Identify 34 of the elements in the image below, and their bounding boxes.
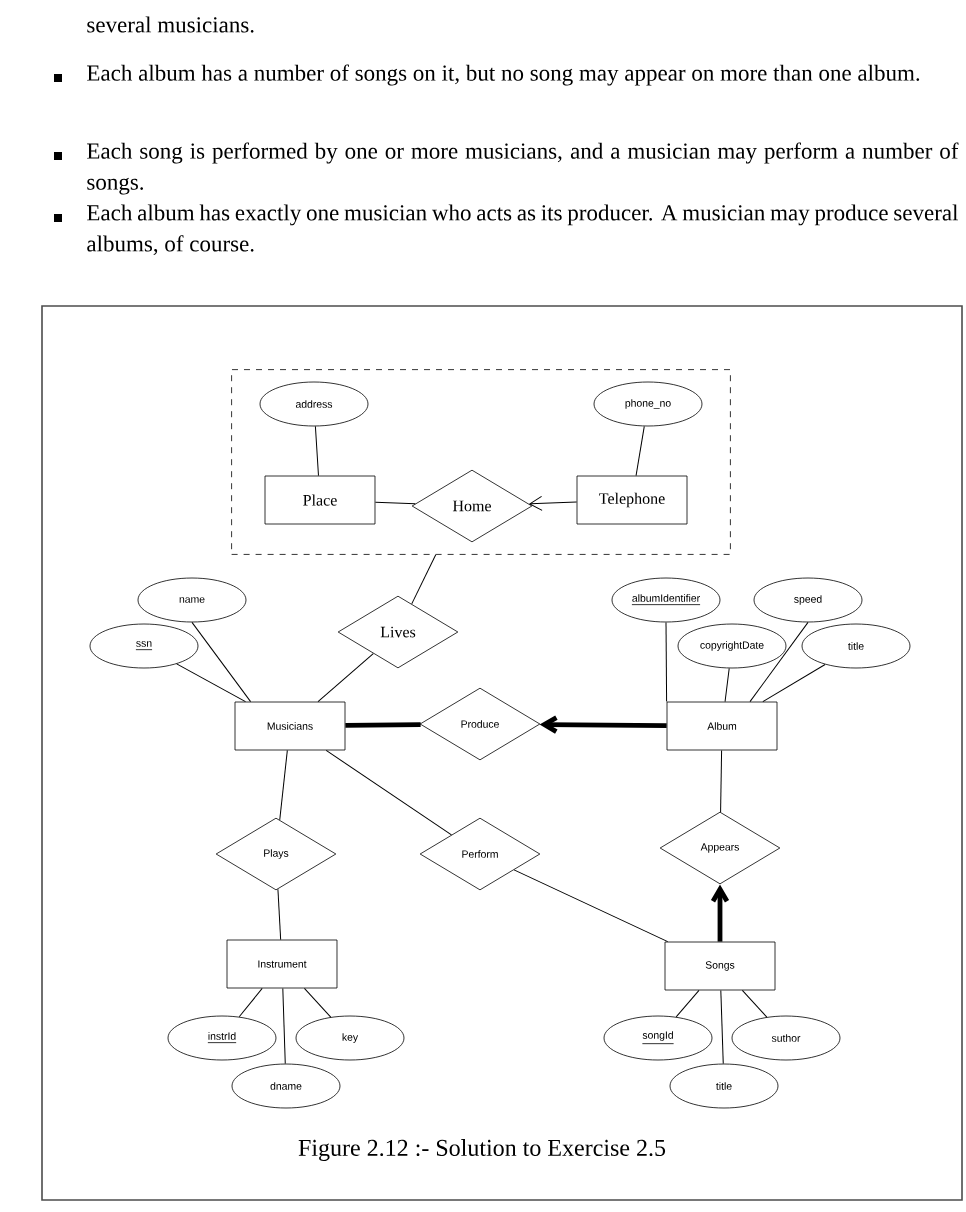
entity-box: Telephone xyxy=(576,475,688,525)
connector-line xyxy=(513,869,669,943)
connector-line xyxy=(191,621,252,703)
paragraph-line: several musicians. xyxy=(87,16,254,33)
connector-line xyxy=(277,888,282,941)
connector-line xyxy=(238,987,263,1018)
arrow xyxy=(539,715,667,734)
aggregation-box xyxy=(231,369,731,555)
connector-line xyxy=(720,989,724,1065)
connector-line xyxy=(675,989,700,1018)
connector-line xyxy=(282,987,286,1065)
connector-line xyxy=(411,554,437,605)
connector-line xyxy=(303,987,332,1018)
connector-line xyxy=(762,663,826,703)
bullet-text: Each song is performed by one or more musicians, and a musician may perform a number of songs. xyxy=(87,142,959,195)
connector-line xyxy=(741,989,768,1018)
connector-line xyxy=(749,621,809,703)
connector-line xyxy=(345,722,421,728)
connector-line xyxy=(176,663,246,703)
arrow xyxy=(710,884,730,942)
connector-line xyxy=(317,653,374,703)
connector-line xyxy=(279,749,288,821)
connector-line xyxy=(665,621,668,703)
connector-line xyxy=(314,425,319,477)
connector-line xyxy=(374,501,416,505)
bullet-text: Each album has a number of songs on it, but no song may appear on more than one album. xyxy=(87,64,920,86)
bullet-text: Each album has exactly one musician who acts as its producer. A musician may produce several albums, of course. xyxy=(87,204,958,255)
connector-line xyxy=(720,749,723,813)
entity-box: Place xyxy=(264,475,376,525)
arrow xyxy=(529,495,578,511)
connector-line xyxy=(325,749,452,836)
connector-line xyxy=(635,425,645,477)
connector-line xyxy=(724,667,730,703)
figure-caption: Figure 2.12 :- Solution to Exercise 2.5 xyxy=(298,1139,666,1161)
